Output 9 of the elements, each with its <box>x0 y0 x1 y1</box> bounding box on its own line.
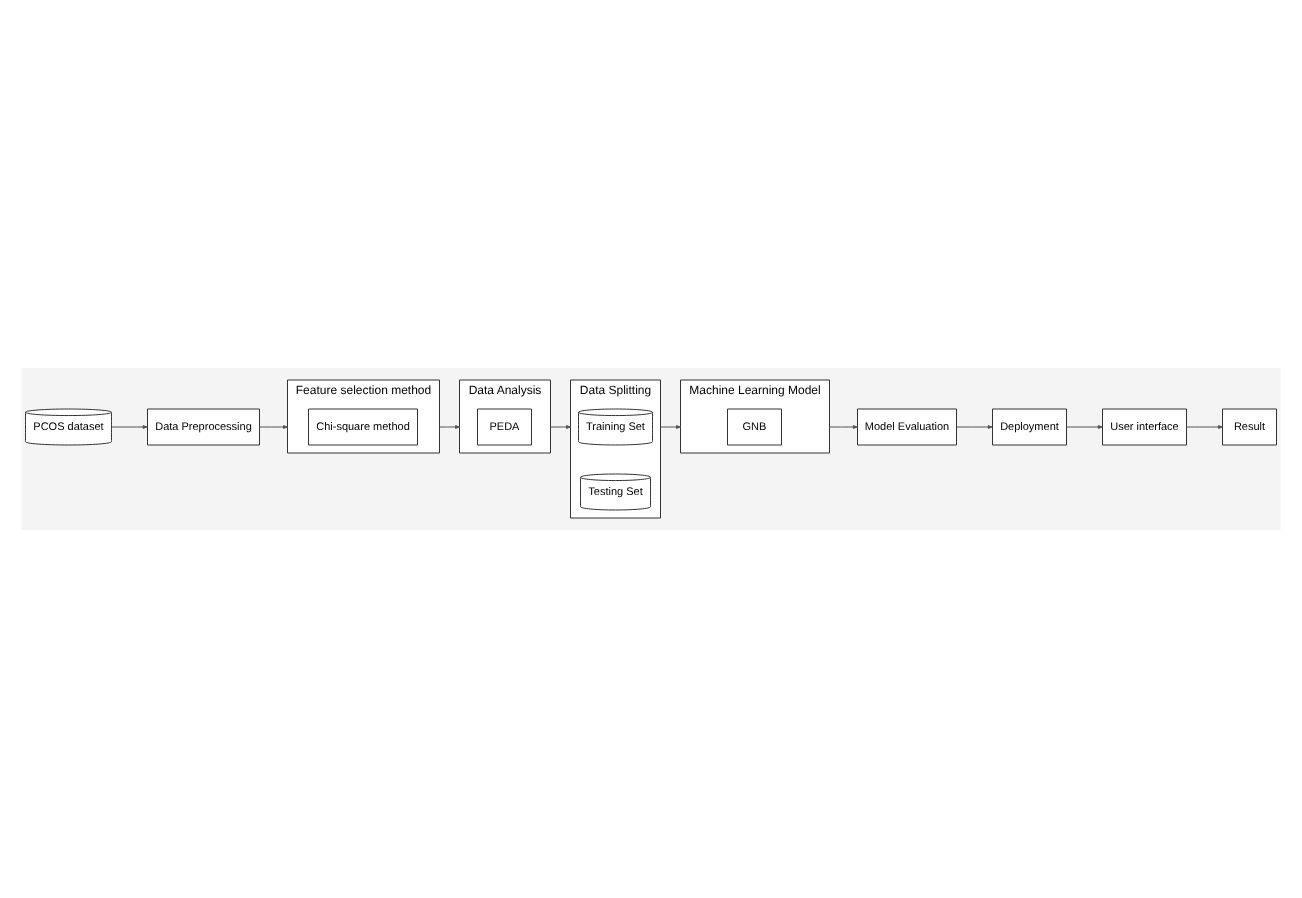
arrow <box>1186 425 1223 429</box>
arrow <box>439 425 460 429</box>
arrow <box>829 425 858 429</box>
arrow <box>259 425 288 429</box>
arrow <box>111 425 148 429</box>
arrow <box>550 425 571 429</box>
arrow <box>956 425 993 429</box>
arrow <box>1066 425 1103 429</box>
arrow <box>660 425 681 429</box>
